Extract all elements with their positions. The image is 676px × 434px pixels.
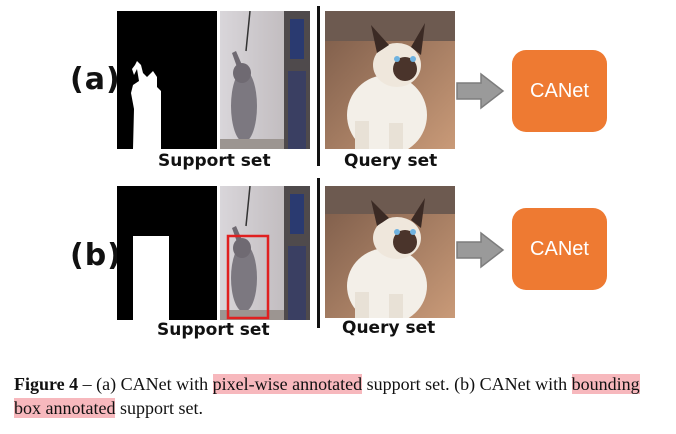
canet-model-box-a: CANet <box>512 50 607 132</box>
caption-dash: – <box>78 374 97 394</box>
support-cat-photo <box>220 11 310 149</box>
row-b-label: (b) <box>70 238 122 273</box>
right-arrow-icon <box>456 231 505 269</box>
figure-caption: Figure 4 – (a) CANet with pixel-wise ann… <box>14 372 664 420</box>
query-set-label-b: Query set <box>342 318 436 338</box>
row-a-divider <box>317 6 320 166</box>
row-b-divider <box>317 178 320 328</box>
caption-part-1: (a) CANet with <box>96 374 213 394</box>
support-cat-photo-with-bbox <box>220 186 310 320</box>
query-set-label-a: Query set <box>344 151 438 171</box>
right-arrow-icon <box>456 72 505 110</box>
support-set-label-a: Support set <box>158 151 271 171</box>
row-a-label: (a) <box>70 62 121 97</box>
support-set-label-b: Support set <box>157 320 270 340</box>
caption-part-2: support set. (b) CANet with <box>362 374 572 394</box>
bounding-box-annotation <box>226 234 270 320</box>
caption-figure-label: Figure 4 <box>14 374 79 394</box>
pixel-wise-mask-image <box>117 11 217 149</box>
query-cat-photo <box>325 11 455 149</box>
query-cat-photo-b <box>325 186 455 318</box>
canet-model-box-b: CANet <box>512 208 607 290</box>
caption-highlight-pixel-wise: pixel-wise annotated <box>212 374 363 394</box>
caption-part-3: support set. <box>115 398 203 418</box>
bounding-box-mask-image <box>117 186 217 320</box>
